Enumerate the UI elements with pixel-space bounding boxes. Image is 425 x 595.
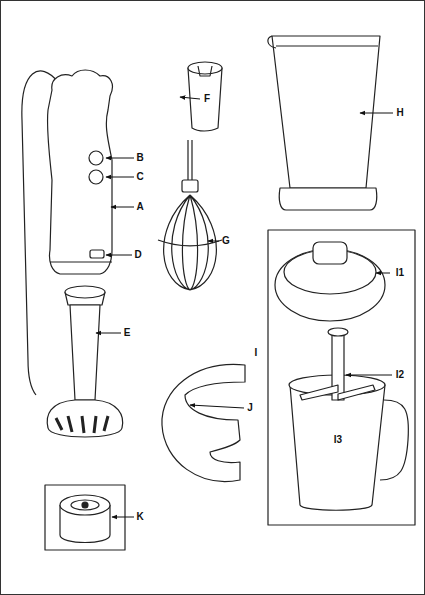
motor-unit <box>50 261 112 262</box>
leader-lines <box>190 405 244 408</box>
chopper-group <box>268 230 415 525</box>
whisk <box>158 140 222 290</box>
part-letter: G <box>222 236 230 246</box>
whisk <box>158 240 222 246</box>
part-letter: I2 <box>396 370 404 380</box>
whisk <box>188 140 192 180</box>
part-letter: I1 <box>396 268 404 278</box>
whisk <box>182 180 198 192</box>
whisk-adapter <box>188 62 222 131</box>
beaker <box>268 36 276 48</box>
leader-lines <box>96 333 121 334</box>
splash-guard <box>162 364 245 481</box>
leader-lines <box>376 273 390 274</box>
part-letter: K <box>136 512 143 522</box>
chopper-group <box>313 242 347 264</box>
motor-unit <box>22 70 113 395</box>
blender-shaft <box>65 286 105 298</box>
part-letter: A <box>136 202 143 212</box>
beaker <box>268 36 380 210</box>
part-letter: H <box>396 108 403 118</box>
leader-lines <box>360 113 393 114</box>
part-letter: D <box>134 250 141 260</box>
motor-unit <box>90 250 104 258</box>
motor-unit <box>47 70 112 274</box>
blender-shaft <box>56 416 108 433</box>
blender-shaft <box>70 305 100 400</box>
parts-illustration <box>22 36 415 550</box>
beaker <box>272 36 380 188</box>
whisk-adapter <box>188 68 222 131</box>
chopper-group <box>300 385 338 400</box>
leader-lines <box>180 97 200 99</box>
chopper-group <box>328 328 348 336</box>
beaker <box>276 45 378 46</box>
leader-lines <box>106 255 132 256</box>
chopper-group <box>268 230 415 525</box>
whisk-adapter <box>198 66 212 76</box>
leader-lines <box>106 177 134 178</box>
beaker <box>279 188 377 210</box>
blender-shaft <box>47 400 122 437</box>
splash-guard <box>162 364 245 481</box>
leader-lines <box>111 207 134 208</box>
chopper-group <box>338 385 375 400</box>
motor-unit <box>89 170 103 184</box>
coupling-detail <box>71 500 99 510</box>
part-letter: I3 <box>334 435 342 445</box>
chopper-group <box>380 400 408 480</box>
leader-lines <box>106 158 134 159</box>
part-letter: F <box>204 94 210 104</box>
part-letter: I <box>255 348 258 358</box>
leader-lines <box>346 375 392 376</box>
whisk-adapter <box>188 62 222 74</box>
part-letter: C <box>136 172 143 182</box>
coupling-detail <box>82 502 88 508</box>
part-letter: J <box>247 403 253 413</box>
leader-lines <box>208 241 219 242</box>
leader-lines <box>112 517 134 518</box>
blender-shaft <box>47 286 122 437</box>
leader-lines <box>96 97 393 517</box>
coupling-detail <box>60 495 110 515</box>
motor-unit <box>89 151 103 165</box>
whisk <box>164 195 217 290</box>
chopper-group <box>290 385 385 510</box>
part-letter: B <box>136 153 143 163</box>
part-letter: E <box>124 328 131 338</box>
